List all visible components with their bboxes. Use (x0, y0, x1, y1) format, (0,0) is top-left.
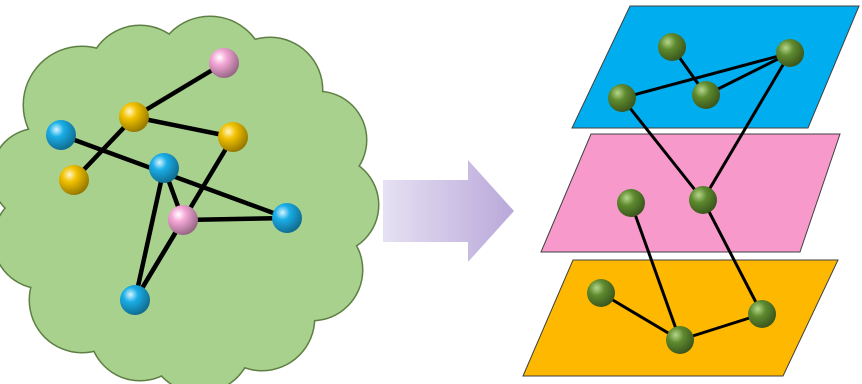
layer-node-bottom-g3 (748, 300, 776, 328)
layer-edge-t2-t3 (704, 51, 792, 97)
layer-edge-t2-m2 (701, 51, 792, 202)
cloud-edge-p2-b3 (180, 215, 290, 223)
layer-node-bottom-g1 (587, 279, 615, 307)
cloud-node-pink-p2 (168, 205, 198, 235)
cloud-node-blue-b1 (46, 120, 76, 150)
cloud-shape (0, 15, 380, 384)
cloud-node-blue-b2 (149, 153, 179, 183)
cloud-network-nodes (46, 48, 302, 315)
layer-edge-t4-m2 (620, 96, 705, 202)
cloud-node-blue-b4 (120, 285, 150, 315)
cloud-node-yellow-y1 (119, 102, 149, 132)
cloud-node-yellow-y3 (59, 165, 89, 195)
layer-node-middle-m1 (617, 189, 645, 217)
cloud-edge-b2-b4 (132, 165, 167, 303)
layer-middle-plane (540, 133, 841, 253)
cloud-edge-y1-y2 (131, 114, 236, 140)
multilayer-network-edges (599, 45, 792, 342)
layer-stack (522, 5, 860, 377)
layer-node-top-t4 (608, 84, 636, 112)
multilayer-network-nodes (587, 33, 804, 354)
layer-edge-m2-g3 (701, 198, 764, 316)
layer-top-plane (571, 5, 860, 129)
layer-edge-g2-g3 (678, 312, 764, 342)
layer-edge-m1-g2 (629, 201, 682, 342)
cloud-node-pink-p1 (209, 48, 239, 78)
layer-node-bottom-g2 (666, 326, 694, 354)
layer-node-top-t3 (692, 81, 720, 109)
cloud-node-blue-b3 (272, 203, 302, 233)
layer-node-middle-m2 (689, 186, 717, 214)
layer-bottom-plane (522, 259, 839, 377)
cloud-node-yellow-y2 (218, 122, 248, 152)
transform-arrow-icon (383, 160, 514, 262)
cloud-edge-p2-b4 (132, 217, 186, 303)
layer-node-top-t1 (658, 33, 686, 61)
layer-node-top-t2 (776, 39, 804, 67)
layer-edge-g1-g2 (599, 291, 682, 342)
cloud-edge-p1-y1 (131, 60, 227, 120)
layer-edge-t2-t4 (620, 51, 792, 100)
